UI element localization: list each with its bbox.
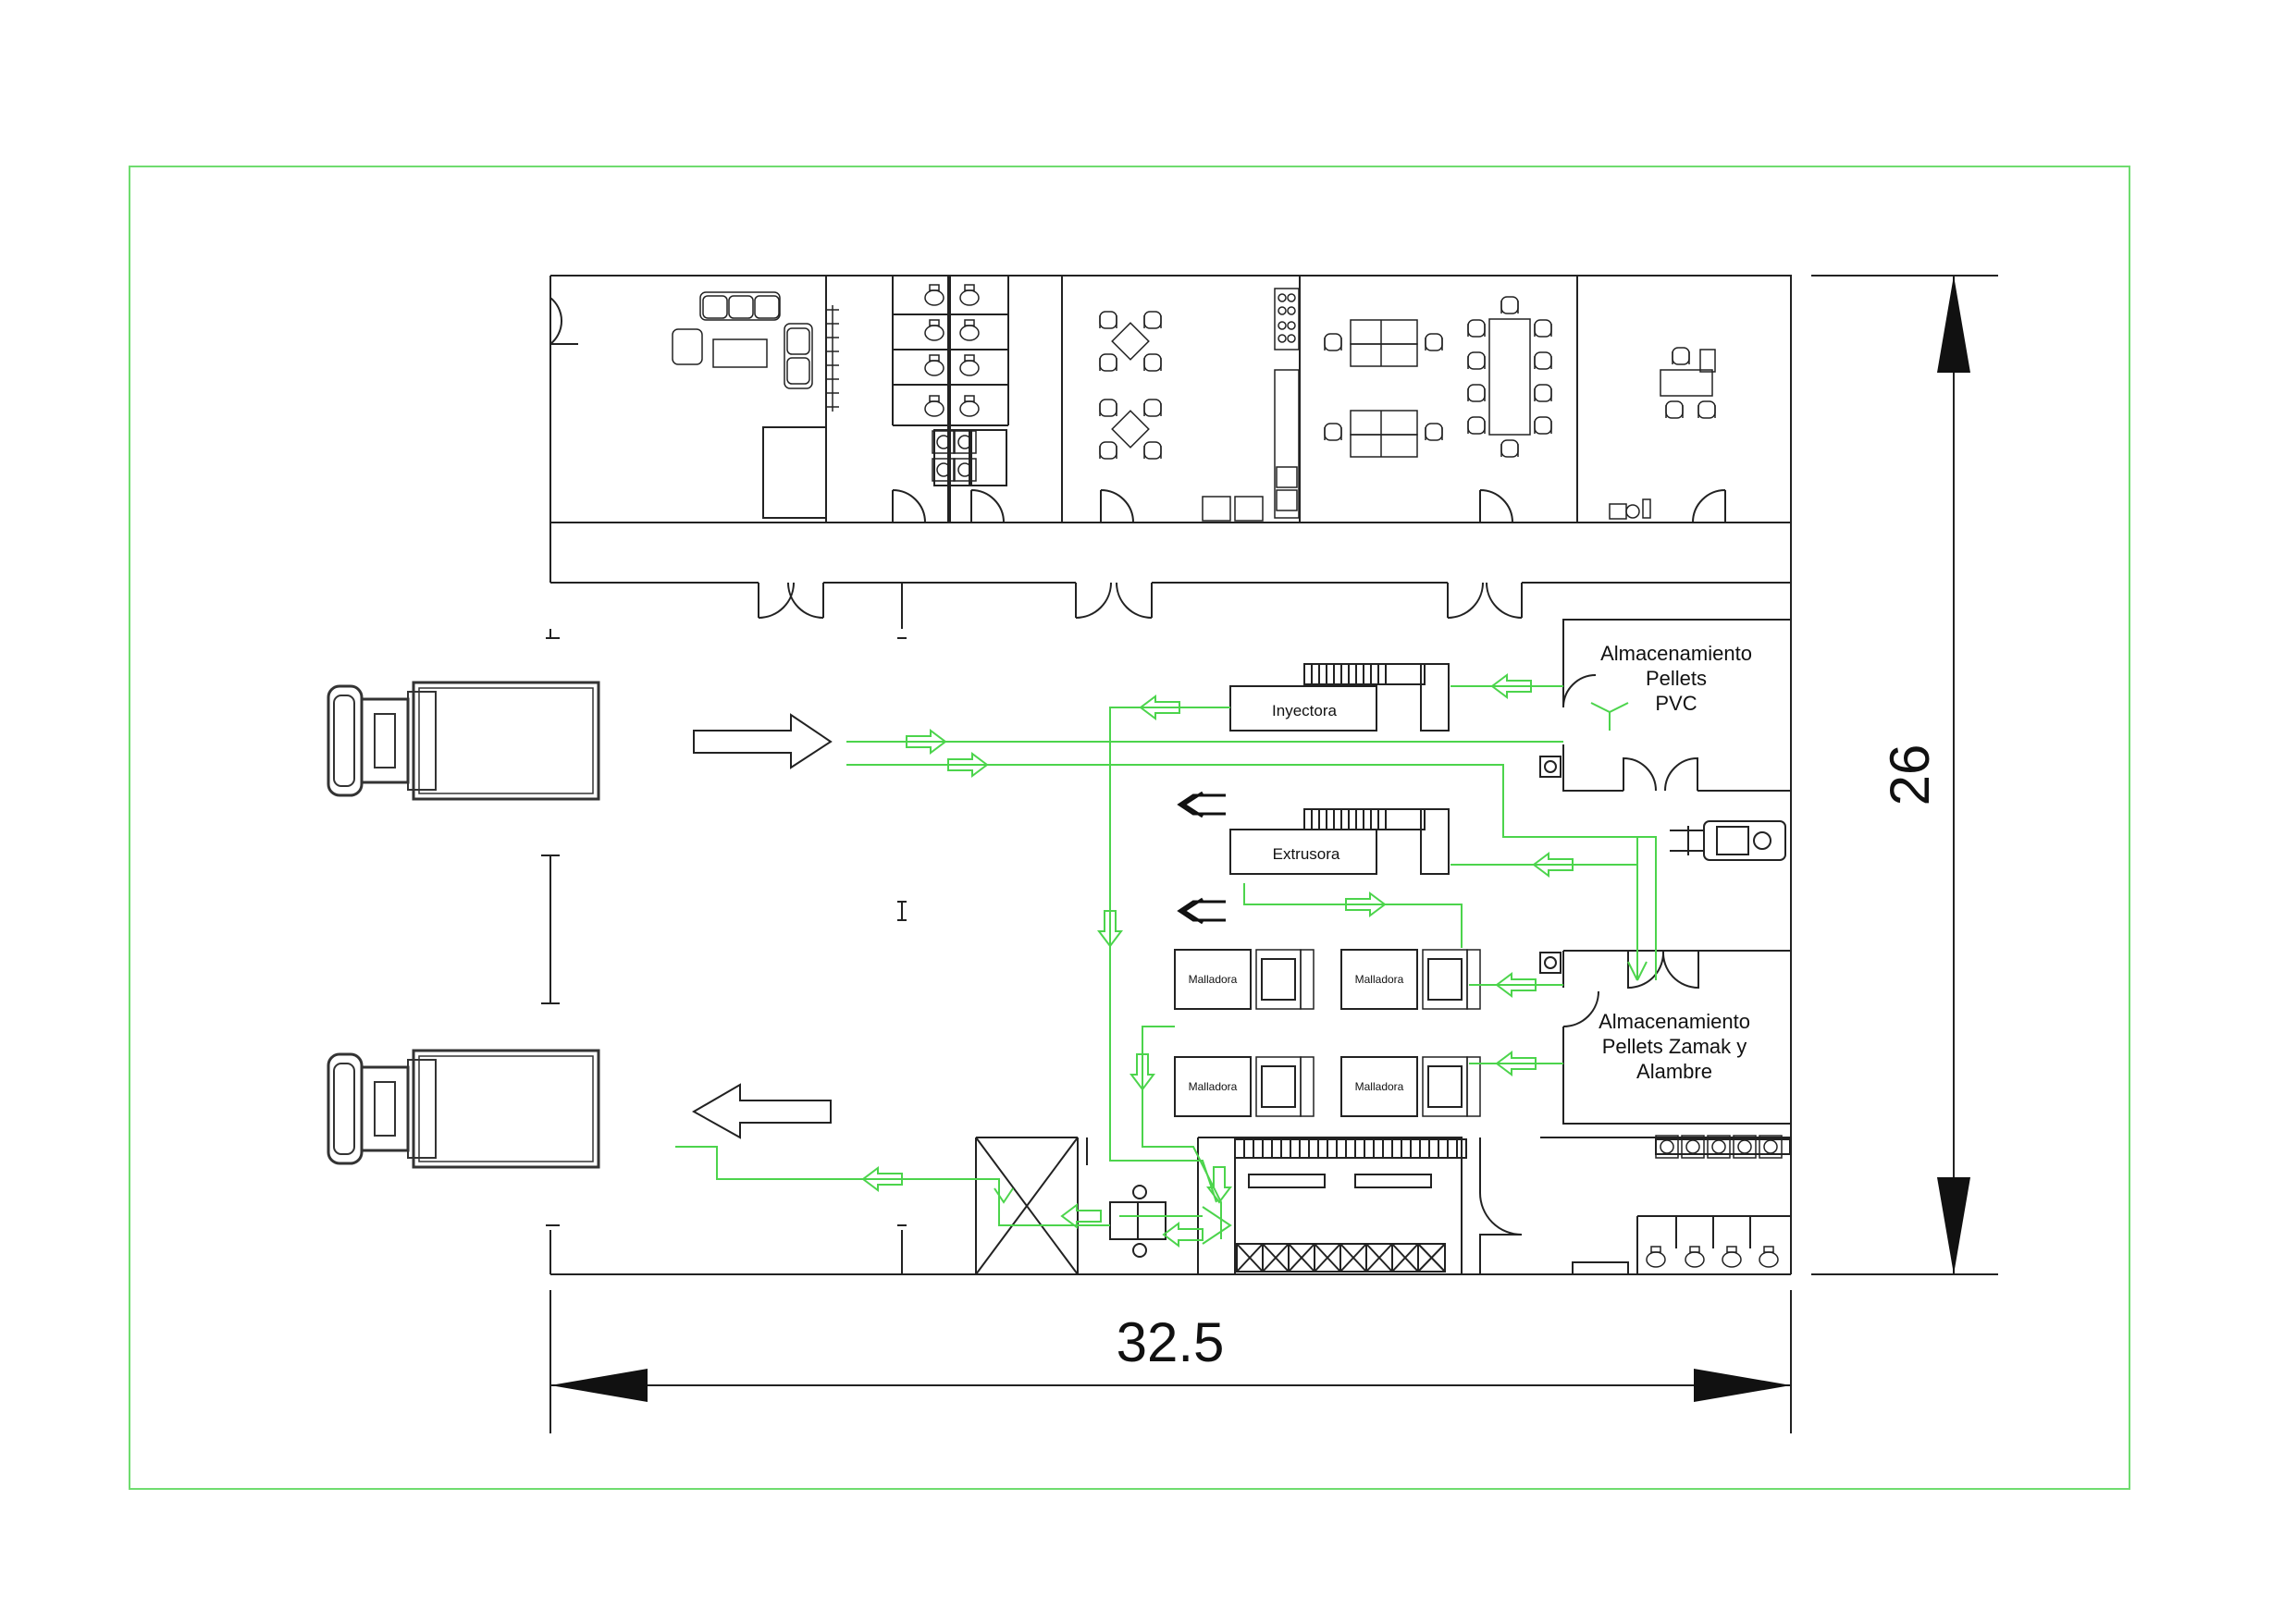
malladora-label: Malladora — [1355, 1080, 1404, 1093]
flow-arrows — [862, 674, 1574, 1247]
malladora-label: Malladora — [1189, 973, 1238, 986]
building-walls — [541, 275, 1792, 1275]
svg-text:Almacenamiento: Almacenamiento — [1599, 1010, 1750, 1033]
extrusora-label: Extrusora — [1273, 845, 1340, 863]
bottom-storage — [975, 1137, 1791, 1275]
extrusora-machine — [1229, 808, 1450, 875]
forklift-icon — [1670, 820, 1786, 861]
svg-text:Alambre: Alambre — [1636, 1060, 1712, 1083]
width-dimension-label: 32.5 — [1117, 1311, 1225, 1373]
office-desks — [1350, 319, 1418, 458]
storage-pvc-label: Almacenamiento Pellets PVC — [1600, 642, 1752, 715]
arrow-icon — [691, 713, 833, 1139]
height-dimension-label: 26 — [1879, 744, 1941, 806]
svg-text:PVC: PVC — [1655, 692, 1697, 715]
svg-text:Pellets Zamak y: Pellets Zamak y — [1602, 1035, 1747, 1058]
malladora-label: Malladora — [1189, 1080, 1238, 1093]
restroom-top — [892, 276, 1009, 523]
material-flow — [675, 685, 1657, 1245]
dimension-arrows — [550, 276, 1970, 1402]
storage-zamak-label: Almacenamiento Pellets Zamak y Alambre — [1599, 1010, 1750, 1083]
malladora-label: Malladora — [1355, 973, 1404, 986]
svg-text:Almacenamiento: Almacenamiento — [1600, 642, 1752, 665]
truck-icon — [327, 681, 600, 801]
inyectora-label: Inyectora — [1272, 702, 1337, 719]
inyectora-machine — [1229, 663, 1450, 732]
sofa-icon — [672, 291, 813, 389]
radiator-icon — [826, 305, 839, 412]
manager-desk — [1609, 349, 1716, 520]
dimension-lines — [549, 275, 1998, 1433]
stove-icon — [1202, 288, 1300, 522]
arrow-icon — [1177, 791, 1226, 925]
svg-text:Pellets: Pellets — [1646, 667, 1707, 690]
truck-icon — [327, 1049, 600, 1169]
restroom-bottom — [1572, 1138, 1791, 1274]
meeting-table — [1488, 318, 1531, 436]
storage-zamak-room — [1539, 950, 1791, 1125]
table-icon — [1111, 322, 1150, 449]
storage-pvc-room — [1539, 619, 1791, 792]
sheet-frame — [129, 166, 2130, 1490]
